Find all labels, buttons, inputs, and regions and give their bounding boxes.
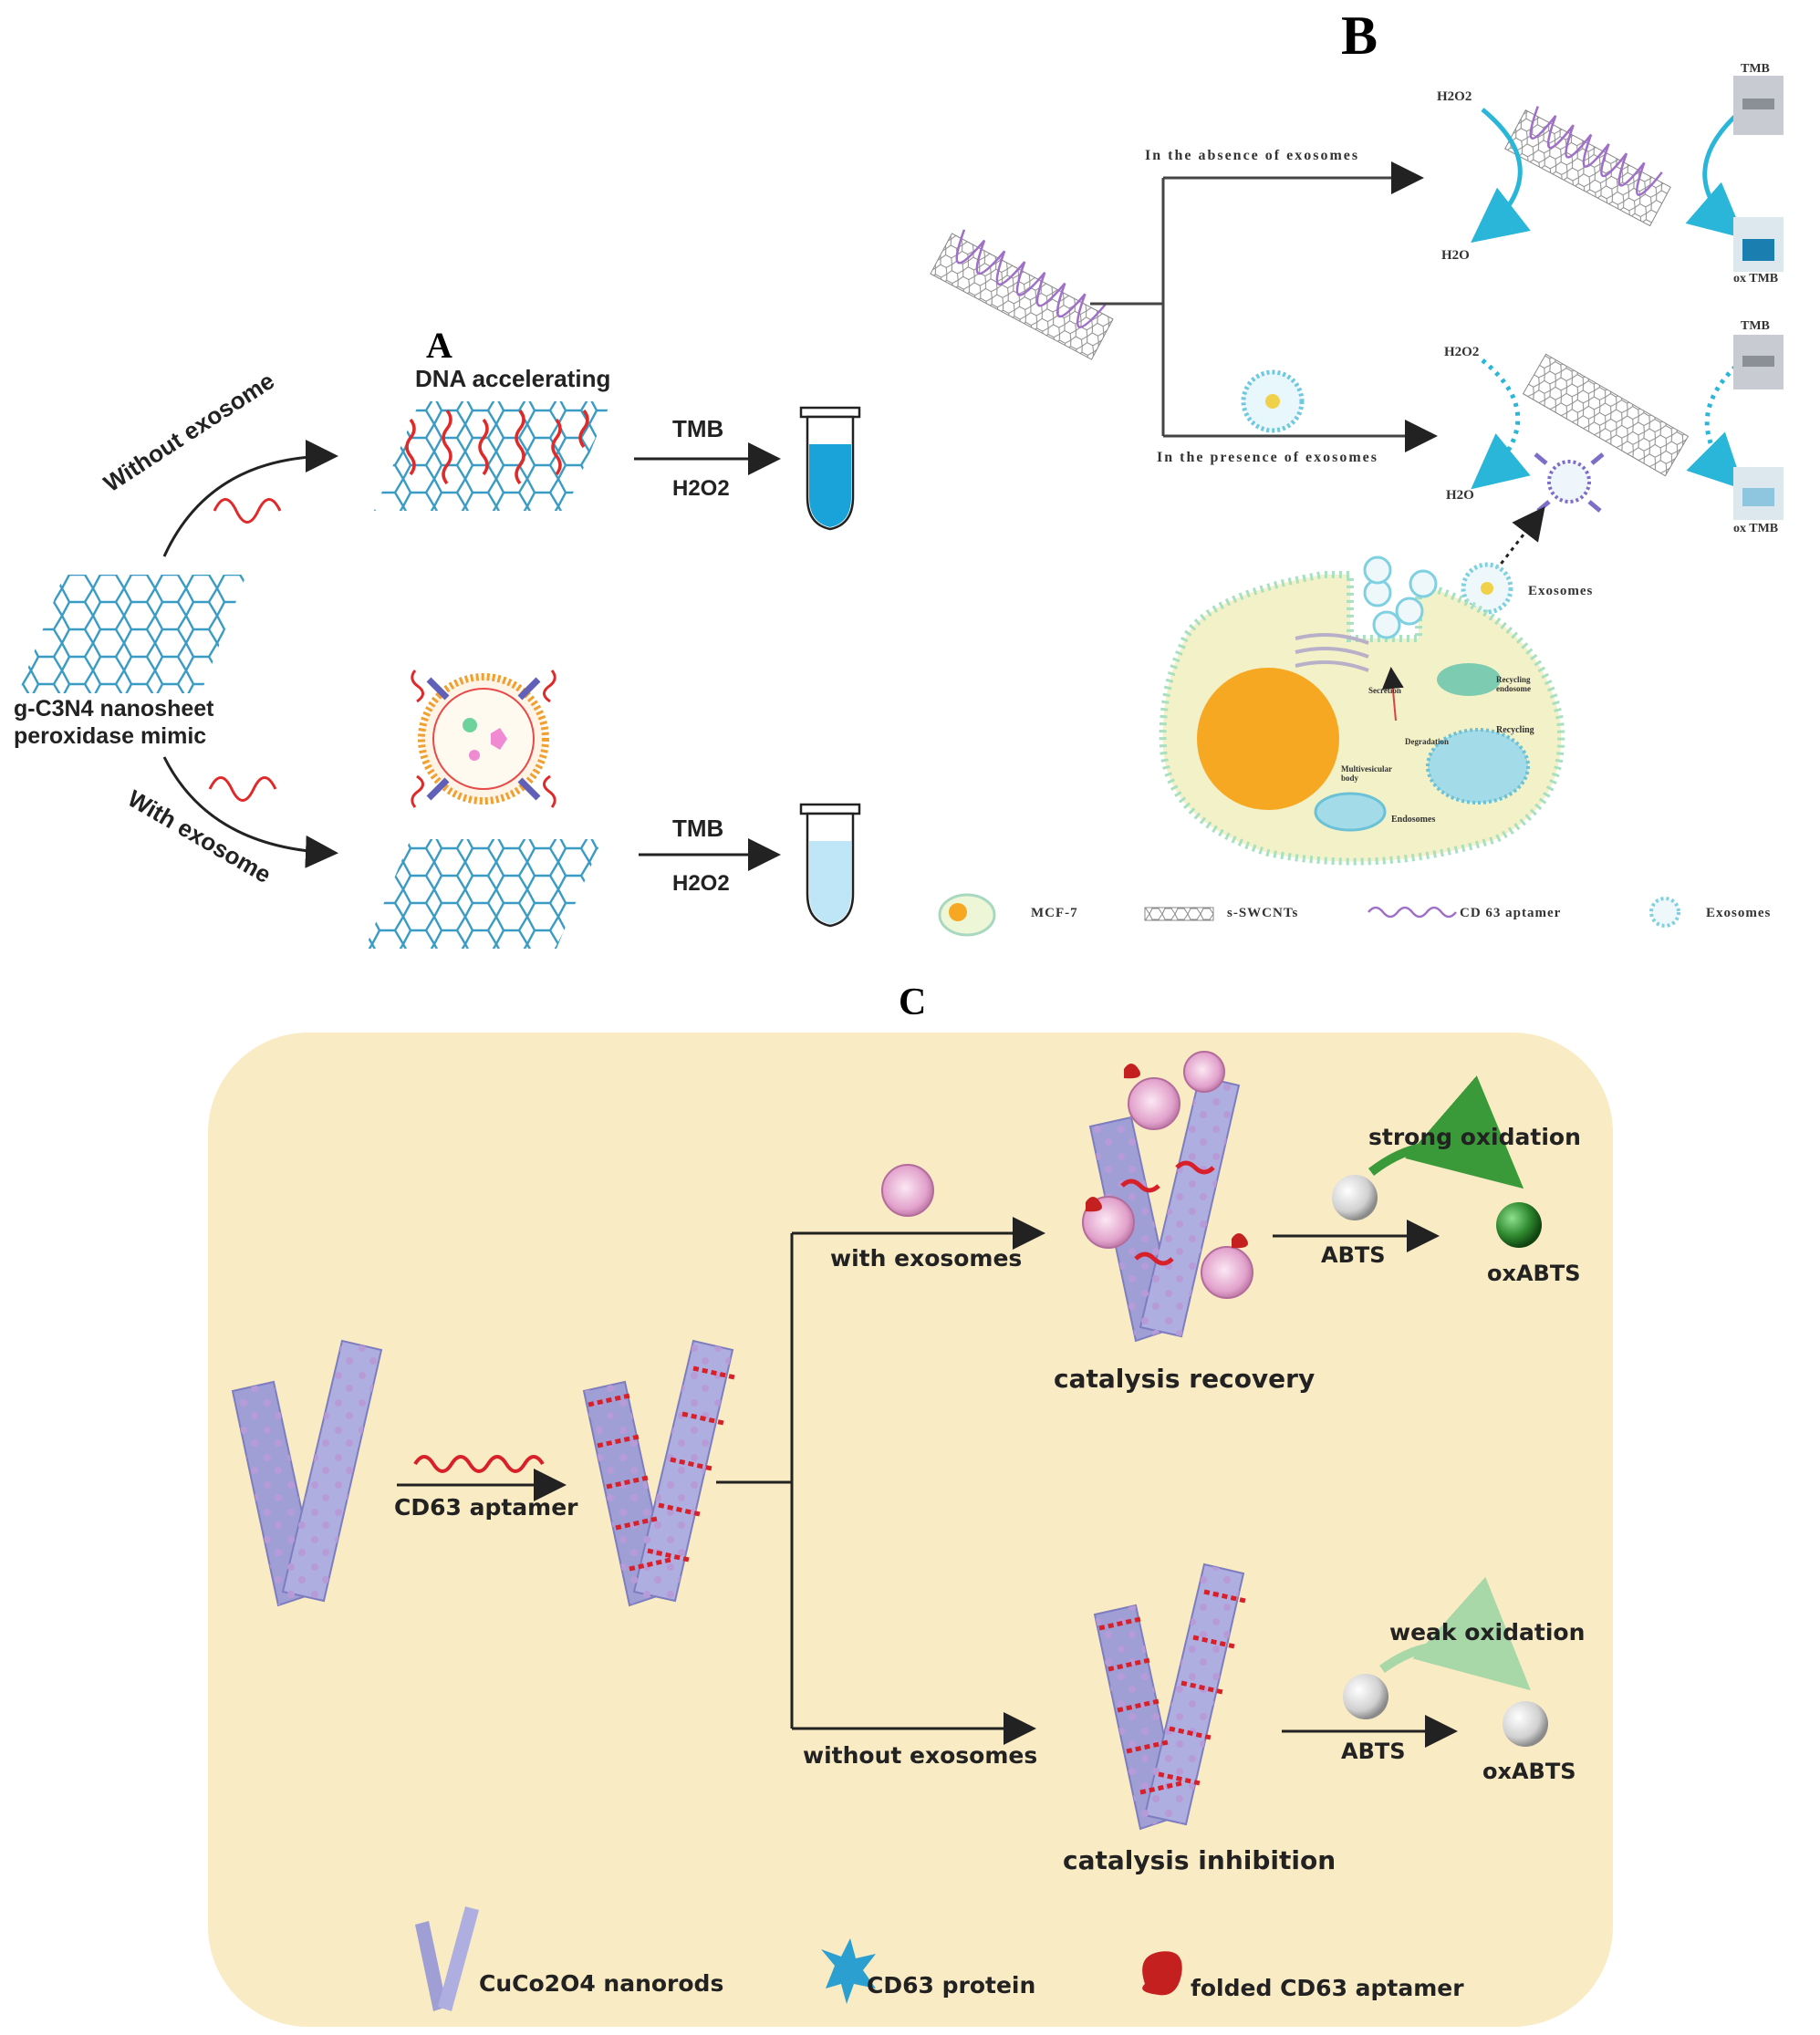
free-dna-bottom — [208, 776, 277, 802]
dna-strands-adsorbed — [405, 409, 589, 485]
cell-label-multivesicular: Multivesicular body — [1341, 764, 1392, 783]
arrow-with-exosome — [162, 756, 338, 868]
arrow-h2o2-bottom — [1471, 358, 1531, 490]
free-dna-top — [213, 498, 282, 524]
oxtmb-top-label: ox TMB — [1733, 272, 1779, 286]
catalysis-recovery-label: catalysis recovery — [1054, 1364, 1316, 1394]
nanorod-aptamer — [582, 1339, 735, 1607]
nanosheet-main — [18, 575, 246, 693]
strong-oxidation-label: strong oxidation — [1368, 1124, 1581, 1150]
h2o-bottom-label: H2O — [1446, 488, 1474, 503]
legend-b-swcnts: s-SWCNTs — [1227, 906, 1299, 920]
cell-label-endosomes: Endosomes — [1391, 815, 1436, 825]
nanorod-initial — [231, 1339, 383, 1607]
legend-b-exosomes: Exosomes — [1706, 906, 1772, 920]
arrow-tmb-top — [1685, 108, 1745, 239]
tmb-label-bottom: TMB — [672, 815, 724, 842]
panel-c — [208, 1033, 1613, 2027]
panel-c-background — [208, 1033, 1613, 2027]
arrow-exosome-release — [1494, 506, 1545, 571]
h2o2-top-label: H2O2 — [1437, 89, 1472, 104]
cell-label-recycling-endosome: Recycling endosome — [1496, 675, 1531, 693]
nanosheet-bare — [365, 839, 602, 949]
panel-c-letter: C — [899, 981, 927, 1023]
arrow-strong-oxidation — [1368, 1075, 1524, 1189]
tmb-top-label: TMB — [1741, 62, 1770, 76]
cell-label-degradation: Degradation — [1405, 737, 1449, 746]
abts-label-top: ABTS — [1321, 1242, 1386, 1268]
cell-label-secretion: Secretion — [1368, 686, 1401, 695]
panel-b-letter: B — [1341, 5, 1378, 66]
oxtmb-bottom-label: ox TMB — [1733, 522, 1779, 535]
legend-b-mcf7: MCF-7 — [1031, 906, 1078, 920]
dna-accelerating-label: DNA accelerating — [415, 365, 611, 392]
swcnt-aptamer-left — [930, 229, 1114, 360]
h2o2-label-bottom: H2O2 — [672, 871, 730, 896]
legend-cd63-protein-icon — [821, 1938, 876, 2004]
cd63-aptamer-label: CD63 aptamer — [394, 1494, 578, 1521]
catalysis-inhibition-label: catalysis inhibition — [1063, 1845, 1336, 1875]
legend-c-nanorods: CuCo2O4 nanorods — [479, 1970, 724, 1997]
legend-c-folded-aptamer: folded CD63 aptamer — [1191, 1975, 1464, 2001]
free-aptamer-squiggle — [413, 1455, 545, 1473]
legend-c-cd63-protein: CD63 protein — [867, 1972, 1036, 1999]
legend-b-aptamer: CD 63 aptamer — [1460, 906, 1562, 920]
nanorod-recovery — [1082, 1051, 1253, 1343]
arrow-without-exosome — [162, 440, 338, 557]
h2o2-bottom-label: H2O2 — [1444, 345, 1480, 359]
oxabts-ball-top — [1496, 1202, 1542, 1248]
exosome-small — [1241, 369, 1305, 433]
swcnt-aptamer-right — [1504, 106, 1671, 227]
exosome-floating — [881, 1164, 934, 1217]
arrow-tmb-bottom — [1686, 358, 1745, 491]
legend-folded-aptamer-icon — [1142, 1951, 1182, 1996]
nanosheet-dna — [374, 401, 611, 511]
oxabts-label-bottom: oxABTS — [1482, 1759, 1576, 1784]
panel-b — [930, 76, 1784, 937]
arrow-h2o2-top — [1471, 108, 1531, 244]
nanosheet-label-line1: g-C3N4 nanosheet — [14, 696, 214, 722]
exosome-released — [1461, 562, 1513, 615]
exosomes-label: Exosomes — [1528, 584, 1594, 598]
tube-dark-blue — [799, 406, 861, 531]
h2o-top-label: H2O — [1441, 248, 1470, 263]
nanosheet-label-line2: peroxidase mimic — [14, 723, 207, 749]
legend-b-icons — [938, 893, 1680, 937]
tmb-bottom-label: TMB — [1741, 319, 1770, 333]
abts-ball-bottom — [1343, 1674, 1388, 1719]
arrow-weak-oxidation — [1379, 1576, 1531, 1691]
h2o2-label-top: H2O2 — [672, 476, 730, 501]
swcnt-bare — [1522, 353, 1690, 477]
tmb-label-top: TMB — [672, 415, 724, 442]
presence-label: In the presence of exosomes — [1157, 450, 1379, 465]
oxabts-ball-bottom — [1503, 1701, 1548, 1747]
absence-label: In the absence of exosomes — [1145, 148, 1360, 163]
panel-a-letter: A — [426, 325, 452, 366]
cell-label-recycling: Recycling — [1496, 725, 1534, 735]
exosome-aptamer-complex — [411, 670, 556, 808]
weak-oxidation-label: weak oxidation — [1389, 1619, 1586, 1646]
without-exosomes-label: without exosomes — [803, 1742, 1038, 1769]
abts-ball-top — [1332, 1175, 1378, 1220]
nanorod-inhibition — [1093, 1563, 1246, 1831]
exosome-captured — [1534, 452, 1605, 513]
with-exosomes-label: with exosomes — [830, 1245, 1023, 1272]
oxabts-label-top: oxABTS — [1487, 1261, 1581, 1286]
legend-nanorod-icon — [415, 1906, 479, 2011]
mcf7-cell — [1159, 555, 1565, 866]
abts-label-bottom: ABTS — [1341, 1739, 1406, 1764]
panel-a — [18, 401, 861, 949]
tube-light-blue — [799, 803, 861, 928]
